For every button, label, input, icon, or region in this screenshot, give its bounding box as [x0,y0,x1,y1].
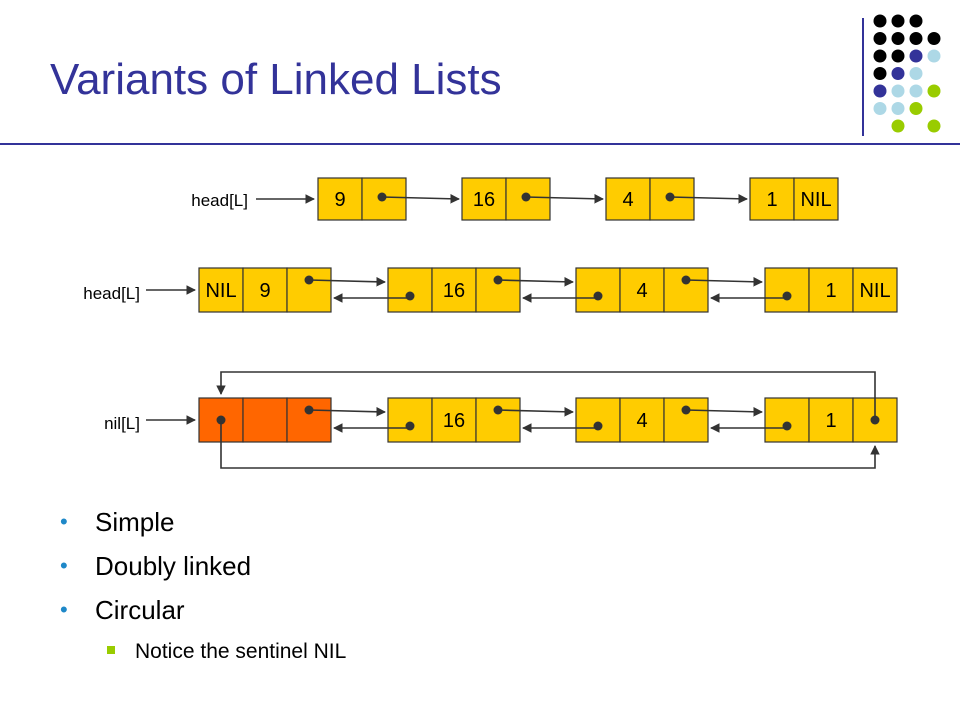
node-key-cell [461,177,507,221]
node-prev-cell [575,267,621,313]
next-pointer-arrow [685,406,763,417]
pointer-dot [593,421,603,431]
next-pointer-arrow [525,193,604,204]
next-pointer-arrow [308,406,386,417]
node-prev-nil: NIL [205,280,236,302]
pointer-dot [782,291,792,301]
node-key-cell [242,267,288,313]
node-next-cell [475,267,521,313]
node-next-cell [361,177,407,221]
sentinel-prev-loop-arrow [220,420,880,469]
bullet-item-simple: •Simple [60,500,251,544]
node-key: 9 [259,280,270,302]
node-next-cell [793,177,839,221]
next-pointer-arrow [497,276,574,287]
node-key-cell [431,397,477,443]
node-prev-cell [575,397,621,443]
next-pointer-arrow [381,193,460,204]
node-key: 1 [825,280,836,302]
node-prev-cell [387,267,433,313]
title-underline [0,143,960,145]
decor-vertical-line [862,18,864,136]
node-key: 4 [622,189,633,211]
next-pointer-arrow [669,193,748,204]
bullet-list: •Simple •Doubly linked •Circular [60,500,251,632]
node-key: 9 [334,189,345,211]
bullet-dot-icon: • [60,553,68,578]
node-next-cell [475,397,521,443]
node-prev-cell [764,397,810,443]
last-next-loop-arrow [216,371,876,420]
node-key: 1 [766,189,777,211]
node-next-nil: NIL [859,280,890,302]
node-prev-cell [764,267,810,313]
node-key: 4 [636,280,647,302]
node-key: 16 [443,280,465,302]
node-prev-cell [198,267,244,313]
node-key: 4 [636,410,647,432]
node-key-cell [242,397,288,443]
node-prev-cell [387,397,433,443]
sub-bullet: Notice the sentinel NIL [107,638,346,666]
node-key-cell [317,177,363,221]
node-next-cell [286,397,332,443]
slide-title: Variants of Linked Lists [50,55,502,104]
node-key-cell [808,397,854,443]
head-label-circular: nil[L] [104,414,140,433]
head-label-doubly: head[L] [83,284,140,303]
pointer-dot [782,421,792,431]
node-next-cell [286,267,332,313]
node-next-nil: NIL [800,189,831,211]
node-key-cell [749,177,795,221]
node-key-cell [619,397,665,443]
bullet-dot-icon: • [60,509,68,534]
node-key: 1 [825,410,836,432]
next-pointer-arrow [497,406,574,417]
next-pointer-arrow [308,276,386,287]
pointer-dot [593,291,603,301]
next-pointer-arrow [685,276,763,287]
node-key-cell [431,267,477,313]
node-key: 16 [443,410,465,432]
node-key-cell [605,177,651,221]
bullet-item-circular: •Circular [60,588,251,632]
square-bullet-icon [107,646,115,655]
pointer-dot [405,291,415,301]
node-key: 16 [473,189,495,211]
bullet-dot-icon: • [60,597,68,622]
node-next-cell [663,267,709,313]
pointer-dot [405,421,415,431]
head-label-simple: head[L] [191,191,248,210]
node-next-cell [663,397,709,443]
node-next-cell [852,267,898,313]
bullet-item-doubly: •Doubly linked [60,544,251,588]
node-key-cell [808,267,854,313]
